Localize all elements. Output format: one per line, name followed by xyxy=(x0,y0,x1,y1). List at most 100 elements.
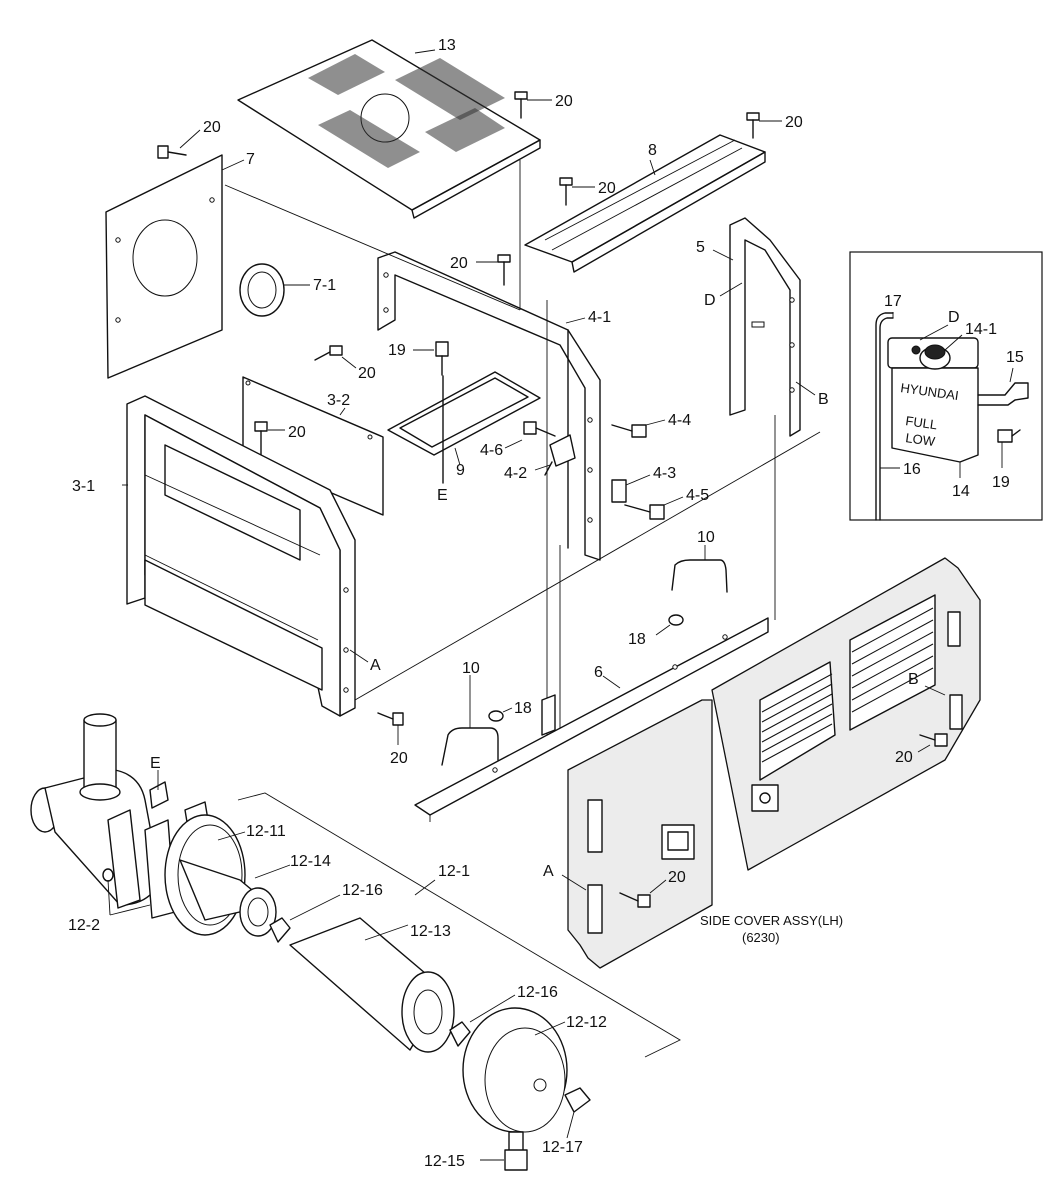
label-12-2: 12-2 xyxy=(68,917,100,934)
label-E-housing: E xyxy=(150,755,161,772)
washer-18-b xyxy=(488,710,504,722)
bolt-20-d xyxy=(157,145,187,159)
label-7-1: 7-1 xyxy=(313,277,336,294)
label-B-frame: B xyxy=(818,391,829,408)
bolt-4-4 xyxy=(611,424,647,438)
label-12-13: 12-13 xyxy=(410,923,451,940)
label-15: 15 xyxy=(1006,349,1024,366)
label-D-tank: D xyxy=(948,309,960,326)
label-13: 13 xyxy=(438,37,456,54)
label-16: 16 xyxy=(903,461,921,478)
plate-3-2 xyxy=(242,376,384,516)
label-12-12: 12-12 xyxy=(566,1014,607,1031)
label-18-b: 18 xyxy=(514,700,532,717)
tray-9 xyxy=(387,371,541,456)
label-19-a: 19 xyxy=(388,342,406,359)
top-rail xyxy=(524,134,766,273)
label-20-h: 20 xyxy=(390,750,408,767)
label-12-11: 12-11 xyxy=(246,823,286,840)
label-6: 6 xyxy=(594,664,603,681)
wing-nut-12-17 xyxy=(564,1087,591,1113)
label-20-f: 20 xyxy=(358,365,376,382)
label-20-a: 20 xyxy=(555,93,573,110)
assy-12-1-outline xyxy=(237,792,681,1058)
right-post xyxy=(729,217,801,437)
label-D-frame: D xyxy=(704,292,716,309)
label-20-b: 20 xyxy=(785,114,803,131)
label-12-1: 12-1 xyxy=(438,863,470,880)
bolt-19 xyxy=(435,341,449,376)
label-20-c: 20 xyxy=(598,180,616,197)
bolt-19-tank xyxy=(997,429,1021,443)
bottom-rail xyxy=(414,617,769,822)
label-5: 5 xyxy=(696,239,705,256)
bolt-4-6 xyxy=(523,421,556,437)
front-frame xyxy=(126,395,356,717)
tank-full-mark: FULL xyxy=(905,413,939,432)
label-A-cover: A xyxy=(543,863,554,880)
bolt-20-cover-left xyxy=(619,892,651,908)
bolt-20-cover-right xyxy=(919,733,948,747)
label-9: 9 xyxy=(456,462,465,479)
wing-nut-12-16-a xyxy=(269,917,291,943)
label-A-frame: A xyxy=(370,657,381,674)
bracket-4-2 xyxy=(544,434,576,476)
inner-element-12-14 xyxy=(179,859,277,937)
top-grille-plate xyxy=(237,39,541,219)
caption-line2: (6230) xyxy=(742,930,780,945)
label-4-4: 4-4 xyxy=(668,412,691,429)
label-14-1: 14-1 xyxy=(965,321,997,338)
label-4-6: 4-6 xyxy=(480,442,503,459)
bolt-20-f xyxy=(314,345,343,361)
label-19-tank: 19 xyxy=(992,474,1010,491)
label-B-cover: B xyxy=(908,671,919,688)
label-20-e: 20 xyxy=(450,255,468,272)
label-7: 7 xyxy=(246,151,255,168)
label-4-2: 4-2 xyxy=(504,465,527,482)
bolt-20-c xyxy=(559,177,573,206)
left-end-plate xyxy=(105,154,223,379)
bolt-4-5 xyxy=(624,504,665,520)
bolt-20-h xyxy=(377,712,404,726)
tank-low-mark: LOW xyxy=(905,430,937,449)
grommet-7-1 xyxy=(239,263,285,317)
bolt-20-b xyxy=(746,112,760,139)
air-cleaner-housing xyxy=(30,713,209,919)
end-cap-12-12 xyxy=(462,1007,568,1133)
side-cover-assy xyxy=(567,557,981,969)
label-12-14: 12-14 xyxy=(290,853,331,870)
caption-line1: SIDE COVER ASSY(LH) xyxy=(700,913,843,928)
label-12-17: 12-17 xyxy=(542,1139,583,1156)
reservoir-inset: HYUNDAI FULL LOW xyxy=(849,251,1043,521)
label-12-16-b: 12-16 xyxy=(517,984,558,1001)
label-10-b: 10 xyxy=(462,660,480,677)
bolt-20-e xyxy=(497,254,511,286)
label-20-cover-left: 20 xyxy=(668,869,686,886)
label-10-a: 10 xyxy=(697,529,715,546)
wing-nut-12-16-b xyxy=(449,1021,471,1047)
label-17: 17 xyxy=(884,293,902,310)
handle-10-b xyxy=(441,727,499,766)
label-18-a: 18 xyxy=(628,631,646,648)
latch-4-3 xyxy=(611,479,627,503)
washer-18-a xyxy=(668,614,684,626)
label-4-1: 4-1 xyxy=(588,309,611,326)
label-3-1: 3-1 xyxy=(72,478,95,495)
label-12-16-a: 12-16 xyxy=(342,882,383,899)
label-3-2: 3-2 xyxy=(327,392,350,409)
bolt-20-a xyxy=(514,91,528,119)
label-8: 8 xyxy=(648,142,657,159)
label-20-g: 20 xyxy=(288,424,306,441)
label-14: 14 xyxy=(952,483,970,500)
label-12-15: 12-15 xyxy=(424,1153,465,1170)
handle-10-a xyxy=(671,559,728,593)
label-E-frame: E xyxy=(437,487,448,504)
label-20-cover-right: 20 xyxy=(895,749,913,766)
rail-bracket xyxy=(541,694,556,736)
label-20-d: 20 xyxy=(203,119,221,136)
label-4-3: 4-3 xyxy=(653,465,676,482)
label-4-5: 4-5 xyxy=(686,487,709,504)
outer-element-12-13 xyxy=(289,917,455,1053)
